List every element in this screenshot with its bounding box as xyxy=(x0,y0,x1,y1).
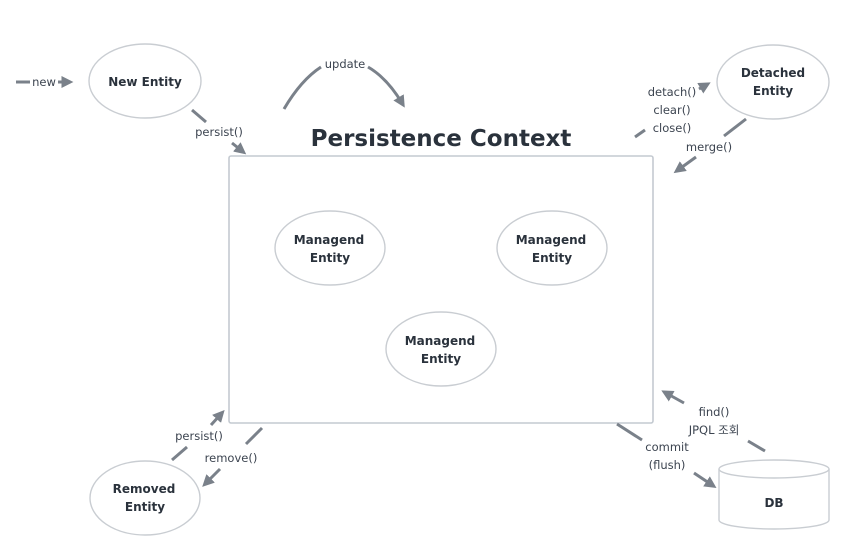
remove-arrow-tail xyxy=(244,426,264,446)
update-transition: update xyxy=(282,57,405,110)
managed-entity-label-line2: Entity xyxy=(532,251,572,265)
merge-label: merge() xyxy=(686,140,732,154)
persistence-context-title: Persistence Context xyxy=(311,126,572,152)
new-label: new xyxy=(32,75,56,89)
commit-transition: commit (flush) xyxy=(616,422,717,488)
jpql-label: JPQL 조회 xyxy=(688,423,740,437)
merge-transition: merge() xyxy=(673,117,747,174)
flush-label: (flush) xyxy=(649,458,686,472)
detach-arrow-head xyxy=(697,82,711,94)
detached-entity-node: Detached Entity xyxy=(716,44,830,120)
find-arrow-tail xyxy=(747,439,766,453)
removed-entity-node: Removed Entity xyxy=(89,460,201,536)
detach-arrow-tail xyxy=(634,128,646,139)
merge-arrow-head xyxy=(673,155,697,174)
managed-entity-ellipse xyxy=(274,210,386,286)
remove-label: remove() xyxy=(205,451,258,465)
remove-arrow-head xyxy=(202,467,222,487)
detach-transition: detach() clear() close() xyxy=(634,82,711,139)
managed-entity-label-line1: Managend xyxy=(405,334,476,348)
new-entity-label: New Entity xyxy=(108,75,182,89)
managed-entity-node: Managend Entity xyxy=(385,311,497,387)
find-label: find() xyxy=(699,405,730,419)
commit-label: commit xyxy=(645,440,689,454)
commit-arrow-tail xyxy=(616,422,643,442)
persist-removed-transition: persist() xyxy=(171,410,225,462)
db-cylinder-body xyxy=(718,469,830,530)
persist-transition: persist() xyxy=(191,108,247,155)
detached-entity-label-line1: Detached xyxy=(741,66,805,80)
managed-entity-label-line2: Entity xyxy=(310,251,350,265)
db-cylinder-top xyxy=(718,459,830,479)
removed-entity-label-line1: Removed xyxy=(113,482,176,496)
persist-arrow-tail xyxy=(191,108,207,124)
clear-label: clear() xyxy=(653,103,690,117)
managed-entity-label-line1: Managend xyxy=(294,233,365,247)
update-arrow-tail xyxy=(282,65,322,110)
find-arrow-head xyxy=(661,390,685,405)
detached-entity-label-line2: Entity xyxy=(753,84,793,98)
managed-entity-ellipse xyxy=(496,210,608,286)
merge-arrow-tail xyxy=(723,117,747,138)
managed-entity-ellipse xyxy=(385,311,497,387)
persist-removed-arrow-head xyxy=(209,410,225,427)
update-arrow-head xyxy=(367,65,405,108)
persist-label: persist() xyxy=(195,125,243,139)
update-label: update xyxy=(325,57,366,71)
removed-entity-label-line2: Entity xyxy=(125,500,165,514)
new-entity-node: New Entity xyxy=(88,43,202,119)
close-label: close() xyxy=(653,121,692,135)
new-transition: new xyxy=(16,75,74,89)
commit-arrow-head xyxy=(693,471,717,488)
remove-transition: remove() xyxy=(202,426,264,487)
detach-label: detach() xyxy=(648,85,697,99)
managed-entity-label-line2: Entity xyxy=(421,352,461,366)
managed-entity-node: Managend Entity xyxy=(274,210,386,286)
managed-entity-label-line1: Managend xyxy=(516,233,587,247)
db-node: DB xyxy=(718,459,830,530)
managed-entity-node: Managend Entity xyxy=(496,210,608,286)
detached-entity-ellipse xyxy=(716,44,830,120)
find-transition: find() JPQL 조회 xyxy=(661,390,766,453)
persist-removed-arrow-tail xyxy=(171,445,188,462)
removed-entity-ellipse xyxy=(89,460,201,536)
persist-removed-label: persist() xyxy=(175,429,223,443)
new-entity-ellipse xyxy=(88,43,202,119)
db-label: DB xyxy=(764,496,783,510)
persist-arrow-head xyxy=(231,141,247,155)
